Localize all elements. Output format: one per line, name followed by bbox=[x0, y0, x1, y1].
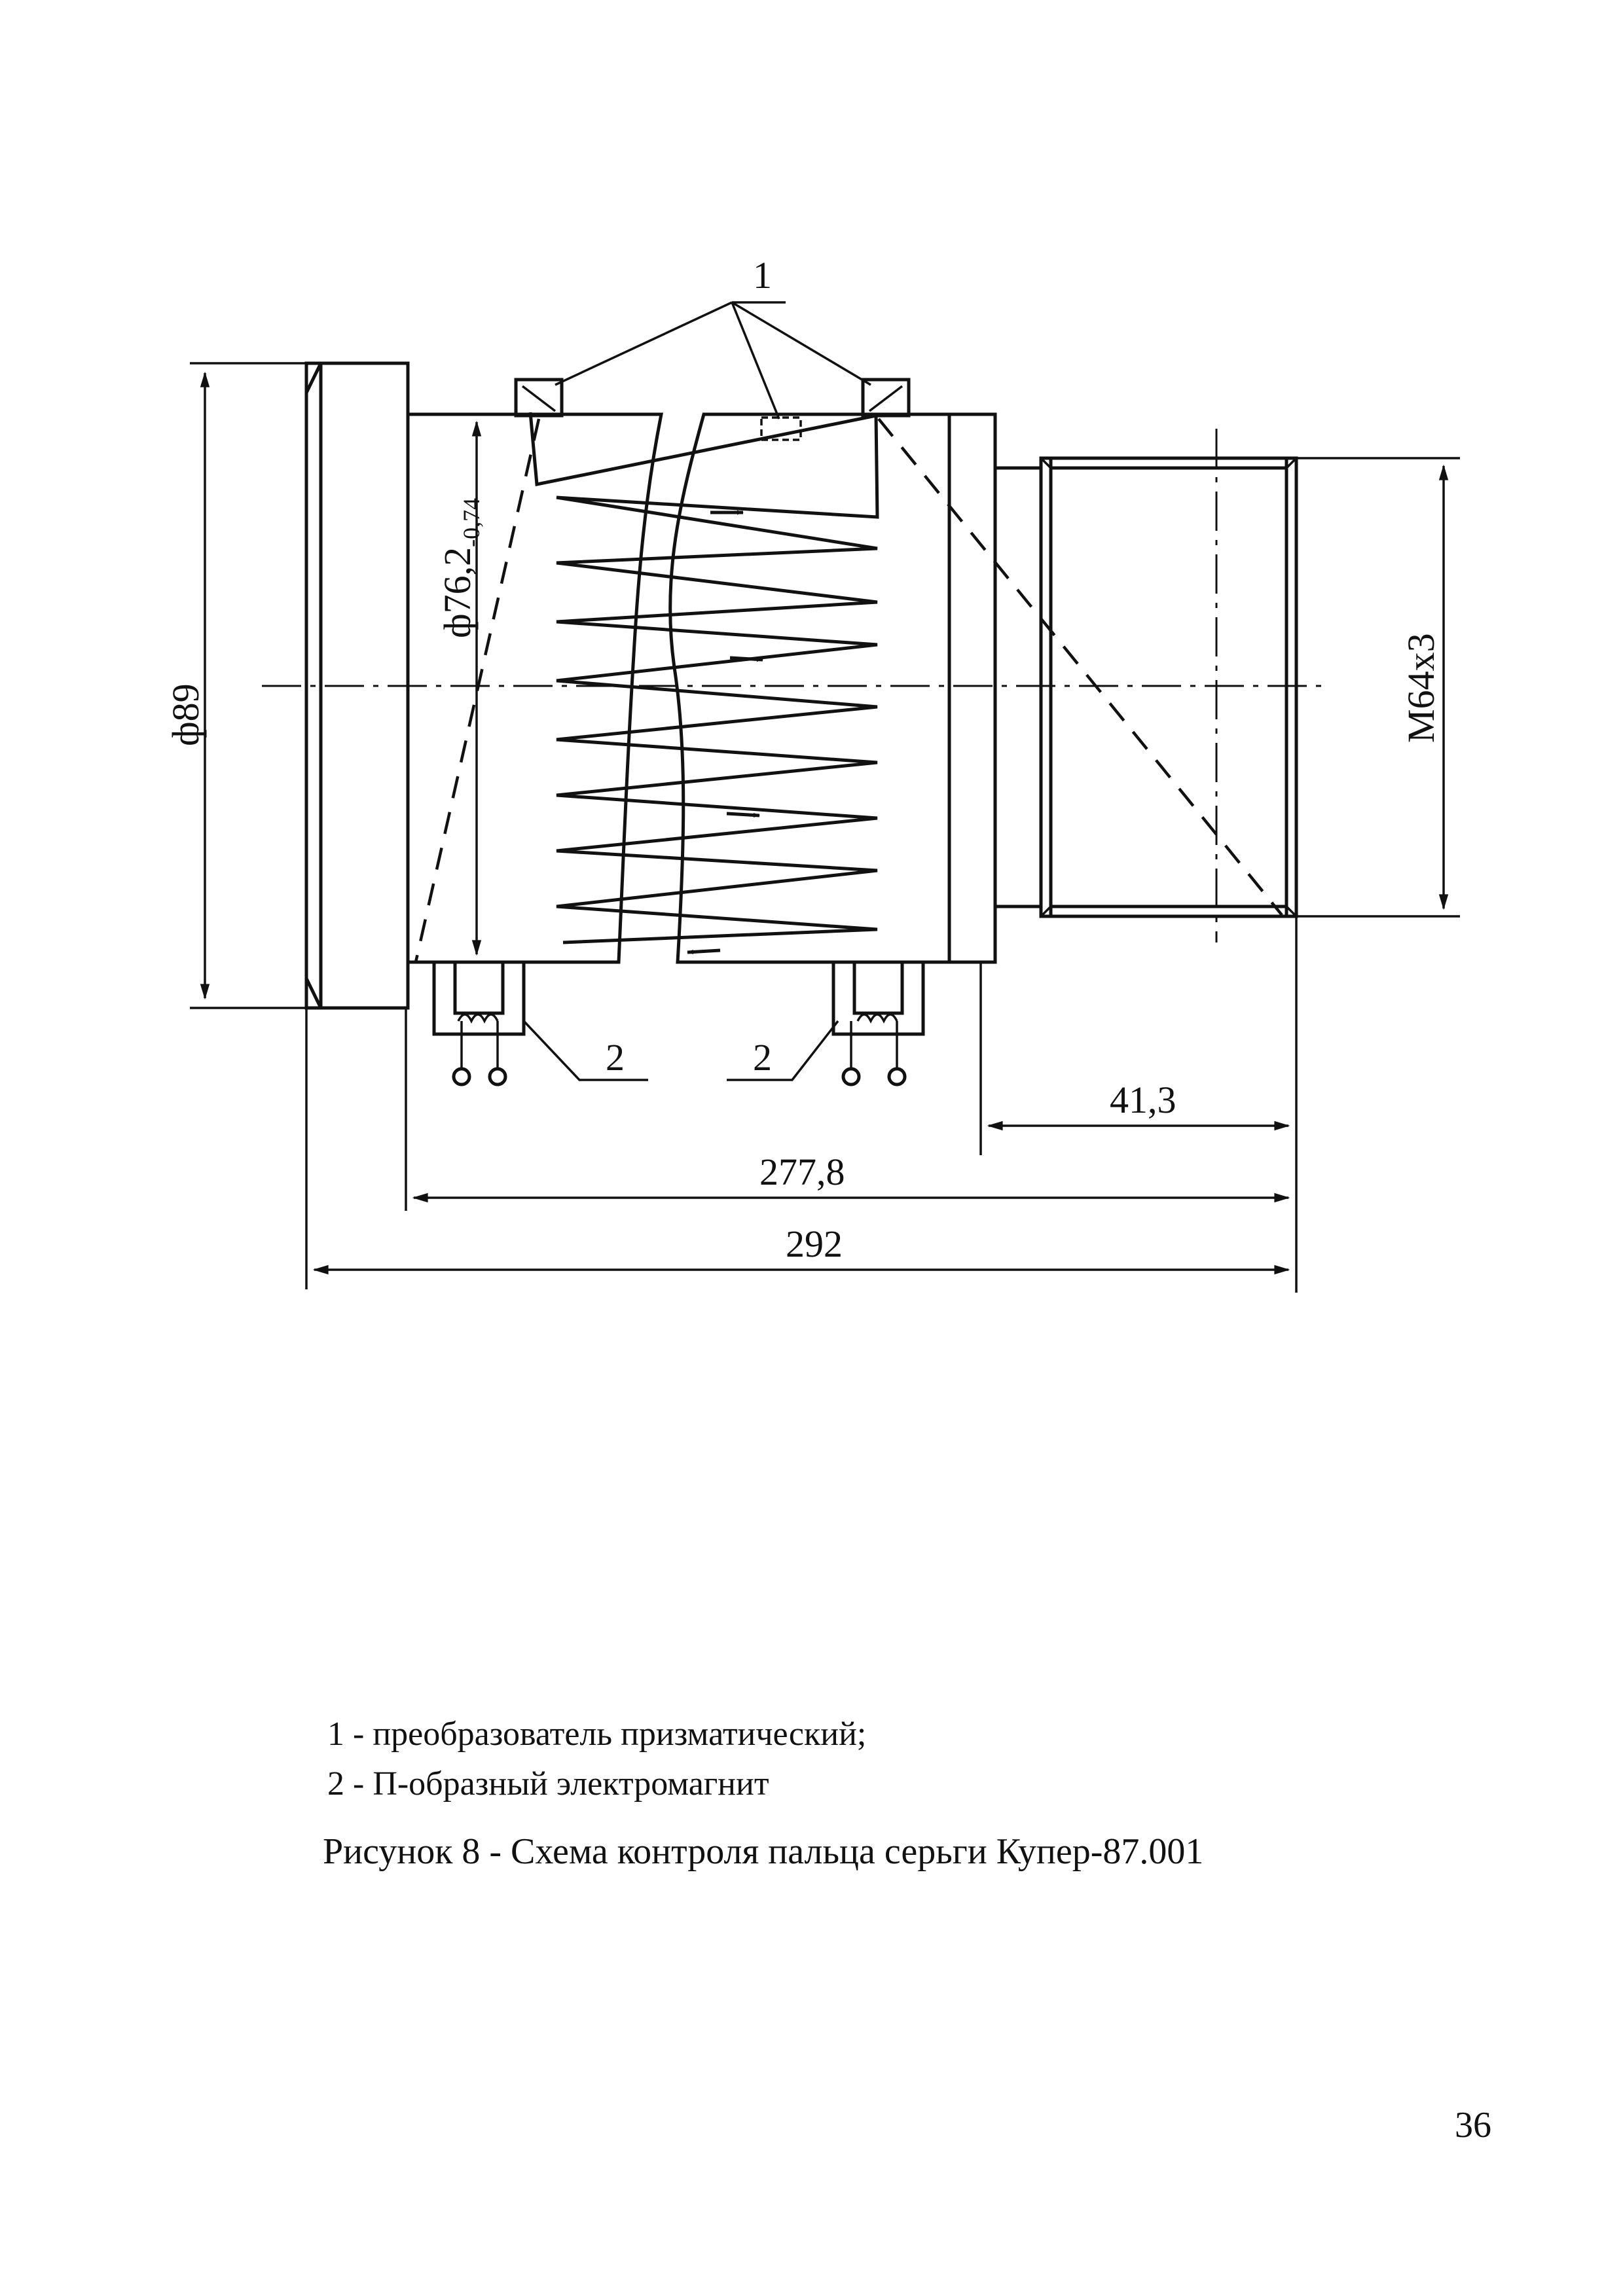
label-thread-length: 41,3 bbox=[1110, 1079, 1176, 1121]
figure-legend: 1 - преобразователь призматический; 2 - … bbox=[327, 1710, 866, 1809]
label-body-diameter: ф76,2-0,74 bbox=[436, 498, 484, 638]
figure-caption: Рисунок 8 - Схема контроля пальца серьги… bbox=[323, 1831, 1204, 1872]
callout-2-leader-left bbox=[522, 1020, 648, 1081]
callout-2-left: 2 bbox=[606, 1036, 625, 1079]
threaded-end bbox=[1039, 456, 1298, 918]
legend-item: 1 - преобразователь призматический; bbox=[327, 1715, 867, 1753]
callout-1: 1 bbox=[753, 254, 772, 296]
prismatic-transducers bbox=[514, 378, 911, 441]
svg-text:ф76,2-0,74: ф76,2-0,74 bbox=[436, 498, 484, 638]
beam-arrows bbox=[687, 510, 763, 954]
callout-2-leader-right bbox=[727, 1020, 839, 1081]
pin-body bbox=[406, 412, 1041, 964]
oblique-beam-right bbox=[877, 418, 1283, 916]
label-thread: M64x3 bbox=[1400, 633, 1442, 743]
dim-thread bbox=[1296, 457, 1460, 918]
dim-lengths bbox=[305, 916, 1298, 1293]
label-flange-diameter: ф89 bbox=[164, 683, 207, 746]
callout-2-right: 2 bbox=[753, 1036, 772, 1079]
page-number: 36 bbox=[1455, 2105, 1491, 2145]
label-length-total: 292 bbox=[786, 1223, 843, 1265]
label-length-body: 277,8 bbox=[759, 1151, 845, 1193]
beam-path bbox=[528, 412, 879, 944]
label-body-tolerance: -0,74 bbox=[458, 498, 484, 547]
dim-flange-diameter bbox=[190, 362, 406, 1009]
legend-item: 2 - П-образный электромагнит bbox=[327, 1765, 769, 1803]
callout-1-leaders bbox=[555, 301, 871, 420]
u-magnet-left bbox=[432, 962, 526, 1086]
label-body-diameter-value: ф76,2 bbox=[436, 547, 479, 638]
u-magnet-right bbox=[831, 962, 925, 1086]
